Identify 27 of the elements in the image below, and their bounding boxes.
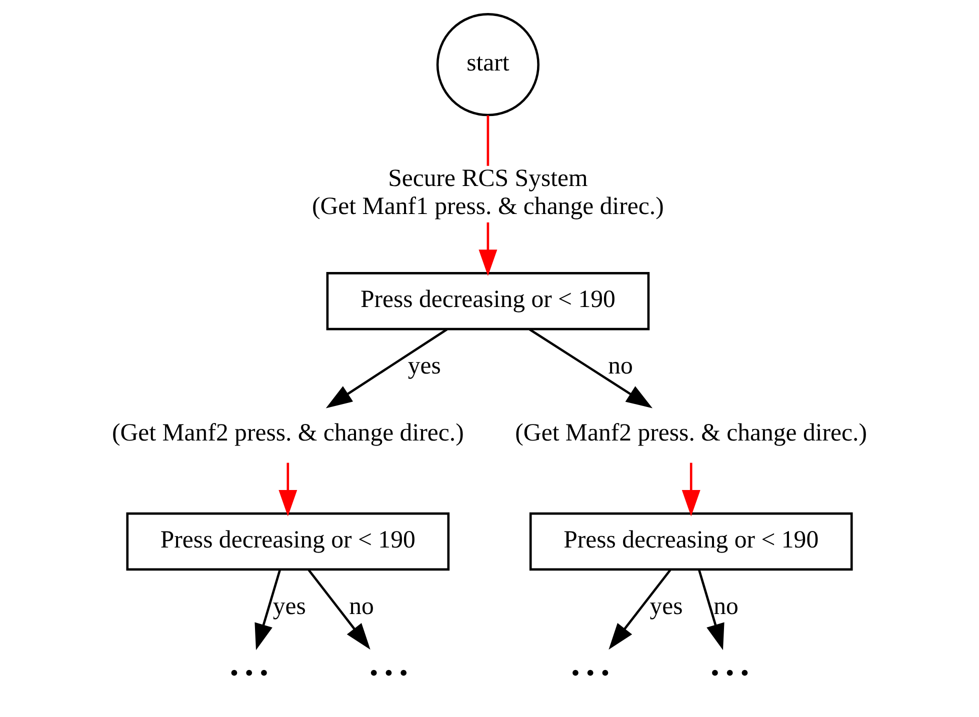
arrow [682,462,700,516]
edge-label: yes [408,352,441,380]
node-box: Press decreasing or < 190 [126,512,450,571]
node-text: (Get Manf2 press. & change direc.) [515,419,868,446]
node-text: • • • [710,660,750,687]
edge-label: no [608,352,633,380]
node-box: Press decreasing or < 190 [326,272,650,330]
node-box: Press decreasing or < 190 [529,512,853,571]
arrow [278,462,298,516]
arrow [698,570,724,650]
arrow [608,569,672,650]
node-text: • • • [571,660,610,687]
connector [486,115,490,166]
edge-label: no [349,593,374,620]
node-text: (Get Manf2 press. & change direc.) [112,419,464,446]
edge-label: yes [272,593,306,620]
arrow [478,222,498,276]
arrow [326,328,448,408]
arrow [528,328,653,408]
node-text: • • • [230,660,268,687]
edge-label: no [714,593,738,620]
node-circle: start [436,13,540,116]
edge-label: yes [650,593,683,620]
node-text: Secure RCS System (Get Manf1 press. & change direc.) [312,165,664,220]
arrow [254,570,281,650]
node-text: • • • [369,660,408,687]
arrow [308,569,370,650]
